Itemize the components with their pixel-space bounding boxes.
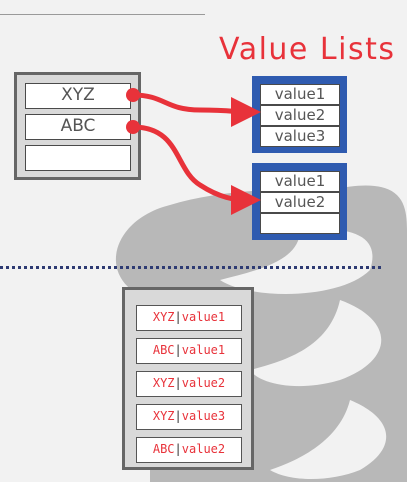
index-entry-sep: | xyxy=(174,409,182,423)
value-list-2: value1 value2 xyxy=(252,163,347,240)
section-divider xyxy=(0,266,381,269)
index-entry-value: value3 xyxy=(181,409,226,423)
page-title: Value Lists xyxy=(219,32,396,67)
key-cell-empty xyxy=(25,145,131,171)
index-entry: XYZ|value1 xyxy=(136,305,242,331)
value-list-1: value1 value2 value3 xyxy=(252,76,347,153)
index-entry-value: value1 xyxy=(181,343,226,357)
index-entry-value: value2 xyxy=(181,376,226,390)
index-entry: ABC|value2 xyxy=(136,437,242,463)
index-entry-sep: | xyxy=(174,376,182,390)
index-entry-value: value1 xyxy=(181,310,226,324)
arrow-abc-to-list-2 xyxy=(126,120,261,215)
index-entry: XYZ|value2 xyxy=(136,371,242,397)
index-entry-sep: | xyxy=(174,442,182,456)
index-entry-key: XYZ xyxy=(152,310,175,324)
index-entry-sep: | xyxy=(174,343,182,357)
value-list-1-item: value1 xyxy=(260,84,340,105)
value-list-1-item: value2 xyxy=(260,105,340,126)
value-list-2-item xyxy=(260,213,340,234)
index-entry-key: ABC xyxy=(152,442,175,456)
header-rule xyxy=(0,14,205,15)
index-entry-value: value2 xyxy=(181,442,226,456)
index-entry-key: ABC xyxy=(152,343,175,357)
value-list-1-item: value3 xyxy=(260,126,340,147)
arrow-xyz-to-list-1 xyxy=(126,88,261,127)
index-entry-key: XYZ xyxy=(152,376,175,390)
index-entry: ABC|value1 xyxy=(136,338,242,364)
index-entry-sep: | xyxy=(174,310,182,324)
index-entry: XYZ|value3 xyxy=(136,404,242,430)
index-panel: XYZ|value1 ABC|value1 XYZ|value2 XYZ|val… xyxy=(122,287,254,470)
index-entry-key: XYZ xyxy=(152,409,175,423)
value-list-2-item: value1 xyxy=(260,171,340,192)
value-list-2-item: value2 xyxy=(260,192,340,213)
key-cell-xyz: XYZ xyxy=(25,83,131,109)
